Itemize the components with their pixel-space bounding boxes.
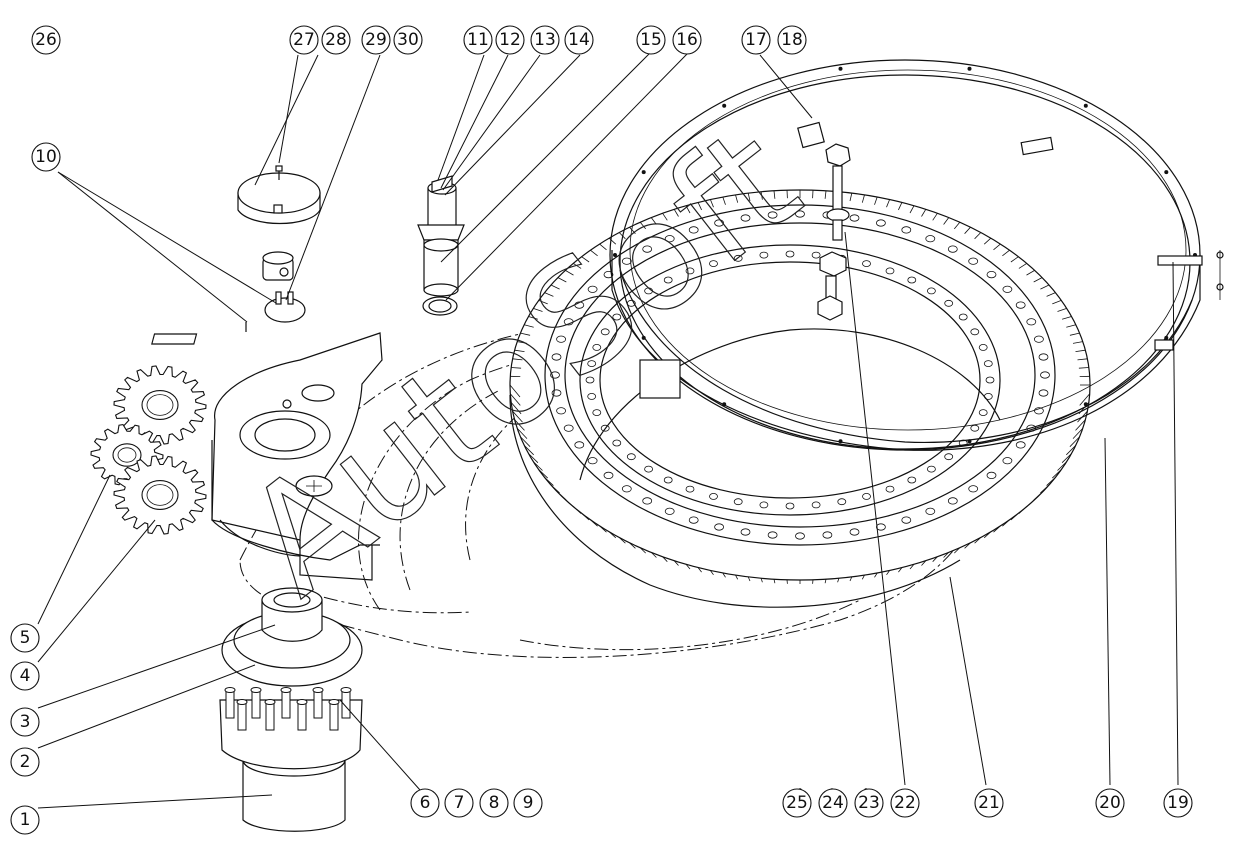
callout-14: 14 xyxy=(564,25,594,55)
callout-8: 8 xyxy=(479,788,509,818)
callout-13: 13 xyxy=(530,25,560,55)
long-bolt xyxy=(817,143,851,321)
svg-text:28: 28 xyxy=(325,30,347,50)
callout-balloons: 26 27 28 29 30 11 12 13 14 15 16 17 18 1… xyxy=(10,25,1193,835)
pinion-gears xyxy=(90,365,207,535)
callout-17: 17 xyxy=(741,25,771,55)
callout-25: 25 xyxy=(782,788,812,818)
svg-text:5: 5 xyxy=(20,628,31,648)
svg-text:15: 15 xyxy=(640,30,662,50)
callout-27: 27 xyxy=(289,25,319,55)
svg-text:6: 6 xyxy=(420,793,431,813)
svg-text:14: 14 xyxy=(568,30,590,50)
svg-text:22: 22 xyxy=(894,793,916,813)
svg-text:12: 12 xyxy=(499,30,521,50)
svg-text:25: 25 xyxy=(786,793,808,813)
svg-text:27: 27 xyxy=(293,30,315,50)
callout-1: 1 xyxy=(10,805,40,835)
callout-7: 7 xyxy=(444,788,474,818)
svg-text:4: 4 xyxy=(20,666,31,686)
svg-text:8: 8 xyxy=(489,793,500,813)
callout-4: 4 xyxy=(10,661,40,691)
callout-23: 23 xyxy=(854,788,884,818)
slewing-drive-motor xyxy=(219,587,363,832)
leader-lines xyxy=(37,52,1179,809)
svg-text:23: 23 xyxy=(858,793,880,813)
svg-text:30: 30 xyxy=(397,30,419,50)
svg-text:10: 10 xyxy=(35,147,57,167)
cover-ring-tabs xyxy=(639,121,1224,399)
callout-9: 9 xyxy=(513,788,543,818)
callout-11: 11 xyxy=(463,25,493,55)
callout-28: 28 xyxy=(321,25,351,55)
svg-text:21: 21 xyxy=(978,793,1000,813)
callout-29: 29 xyxy=(361,25,391,55)
svg-text:16: 16 xyxy=(676,30,698,50)
svg-text:13: 13 xyxy=(534,30,556,50)
svg-text:26: 26 xyxy=(35,30,57,50)
callout-10: 10 xyxy=(31,142,61,172)
cap-assembly xyxy=(151,165,321,345)
svg-text:20: 20 xyxy=(1099,793,1121,813)
svg-text:2: 2 xyxy=(20,752,31,772)
svg-text:7: 7 xyxy=(454,793,465,813)
pin-assembly xyxy=(417,175,465,316)
svg-text:3: 3 xyxy=(20,712,31,732)
callout-12: 12 xyxy=(495,25,525,55)
frame-plate xyxy=(211,332,383,581)
svg-text:18: 18 xyxy=(781,30,803,50)
svg-text:24: 24 xyxy=(822,793,844,813)
callout-19: 19 xyxy=(1163,788,1193,818)
callout-30: 30 xyxy=(393,25,423,55)
svg-text:17: 17 xyxy=(745,30,767,50)
svg-text:1: 1 xyxy=(20,810,31,830)
callout-18: 18 xyxy=(777,25,807,55)
svg-text:19: 19 xyxy=(1167,793,1189,813)
svg-text:29: 29 xyxy=(365,30,387,50)
callout-2: 2 xyxy=(10,747,40,777)
callout-21: 21 xyxy=(974,788,1004,818)
callout-24: 24 xyxy=(818,788,848,818)
callout-3: 3 xyxy=(10,707,40,737)
callout-26: 26 xyxy=(31,25,61,55)
callout-20: 20 xyxy=(1095,788,1125,818)
callout-16: 16 xyxy=(672,25,702,55)
svg-text:11: 11 xyxy=(467,30,489,50)
callout-15: 15 xyxy=(636,25,666,55)
callout-6: 6 xyxy=(410,788,440,818)
svg-text:9: 9 xyxy=(523,793,534,813)
callout-22: 22 xyxy=(890,788,920,818)
callout-5: 5 xyxy=(10,623,40,653)
